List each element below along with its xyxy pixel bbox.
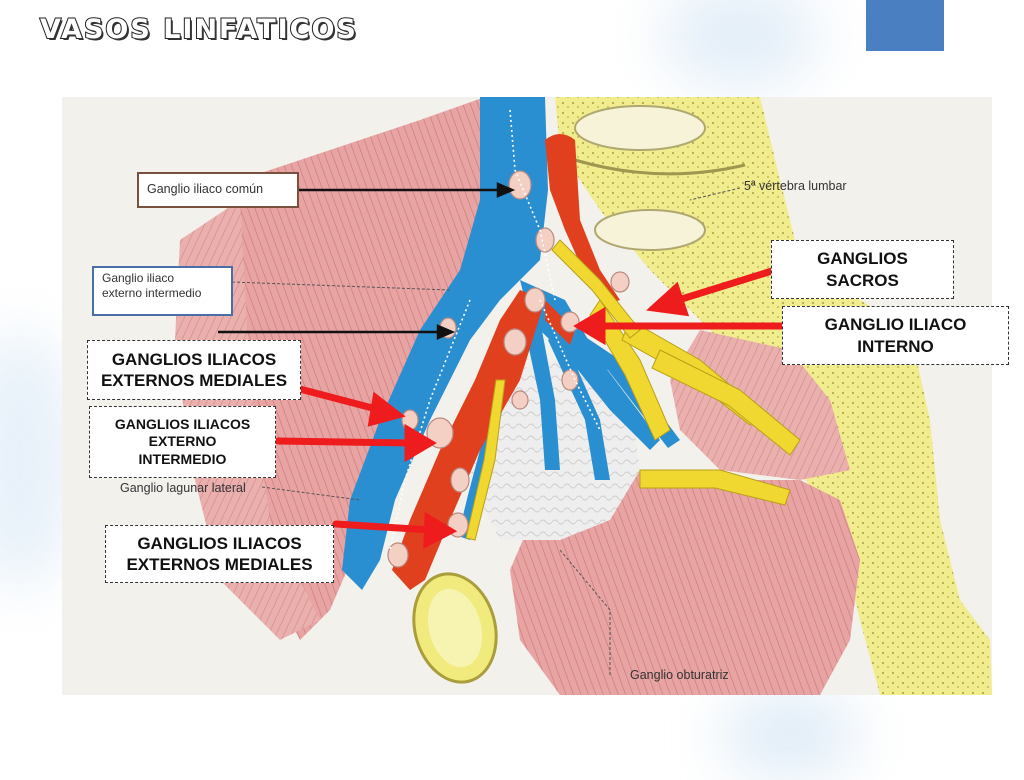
artery-branch — [545, 300, 575, 345]
lymph-node — [508, 170, 532, 200]
lymph-node — [610, 271, 630, 293]
red-arrow — [332, 520, 434, 534]
pubic-bone-inner — [427, 588, 483, 668]
callout-line: INTERNO — [857, 336, 934, 356]
label-ganglio-iliaco-externo-intermedio: Ganglio iliaco externo intermedio — [92, 266, 233, 316]
callout-line: INTERMEDIO — [138, 450, 227, 467]
lymph-node — [524, 287, 546, 313]
lymph-node — [450, 467, 470, 493]
psoas-muscle — [235, 97, 490, 640]
lymph-node — [503, 328, 527, 356]
red-arrow — [292, 384, 384, 414]
lymph-node — [426, 417, 454, 449]
red-arrow — [274, 437, 414, 447]
vein-branch — [548, 330, 610, 480]
vein-branch — [525, 320, 560, 470]
vertebral-disc — [594, 209, 706, 251]
sacral-nerve — [639, 469, 791, 506]
callout-line: GANGLIOS ILIACOS — [137, 533, 302, 553]
callout-line: GANGLIO ILIACO — [824, 315, 967, 335]
red-arrow-head — [423, 512, 458, 549]
red-arrow-head — [646, 281, 690, 317]
red-arrow-head — [573, 306, 606, 346]
black-arrows — [218, 182, 516, 340]
common-iliac-vein — [342, 97, 548, 590]
lymph-nodes — [387, 170, 630, 568]
obturator-nerve — [465, 379, 506, 541]
red-arrows — [274, 266, 786, 549]
lymph-vessels — [389, 109, 601, 551]
corner-accent-box — [866, 0, 944, 51]
aorta-bifurcation — [545, 134, 620, 305]
lymph-node — [401, 409, 419, 431]
piriformis-muscle — [670, 330, 850, 480]
label-line: externo intermedio — [102, 286, 202, 300]
black-arrow-head — [496, 182, 516, 198]
label-ganglio-obturatriz: Ganglio obturatriz — [630, 668, 729, 682]
red-arrow — [668, 266, 779, 306]
callout-line: EXTERNO — [148, 433, 217, 450]
vertebral-disc — [574, 105, 706, 151]
callout-line: EXTERNOS MEDIALES — [126, 555, 313, 574]
callout-externo-intermedio: GANGLIOS ILIACOS EXTERNO INTERMEDIO — [89, 406, 276, 478]
sacral-nerve — [589, 299, 671, 441]
callout-ganglios-sacros: GANGLIOS SACROS — [771, 240, 954, 299]
red-arrow-head — [404, 423, 437, 463]
original-leader-lines — [231, 187, 741, 675]
callout-line: GANGLIOS ILIACOS — [111, 349, 277, 369]
lumbosacral-trunk — [551, 239, 641, 339]
vertebral-edge — [574, 158, 746, 176]
callout-line: GANGLIOS — [817, 249, 908, 269]
lymph-node — [387, 542, 409, 568]
label-ganglio-iliaco-comun: Ganglio iliaco común — [137, 172, 299, 208]
lymph-node — [560, 311, 580, 333]
slide-title: VASOS LINFATICOS — [39, 13, 358, 46]
callout-line: SACROS — [826, 270, 899, 290]
lymph-node — [511, 390, 529, 410]
lymph-node — [535, 227, 555, 253]
pelvic-floor-muscle — [510, 470, 860, 695]
background-blob — [660, 0, 820, 90]
callout-line: GANGLIOS ILIACOS — [114, 415, 251, 432]
label-line: Ganglio iliaco — [102, 271, 175, 285]
background-blob — [720, 690, 860, 780]
callout-externos-mediales-bottom: GANGLIOS ILIACOS EXTERNOS MEDIALES — [105, 525, 334, 583]
label-5a-vertebra-lumbar: 5ª vértebra lumbar — [744, 179, 847, 193]
sacral-nerve — [651, 349, 801, 456]
callout-ganglio-iliaco-interno: GANGLIO ILIACO INTERNO — [782, 306, 1009, 365]
sacral-bone — [820, 360, 940, 600]
black-arrow-head — [436, 324, 456, 340]
external-iliac-artery — [392, 290, 545, 590]
callout-externos-mediales-top: GANGLIOS ILIACOS EXTERNOS MEDIALES — [87, 340, 301, 400]
callout-line: EXTERNOS MEDIALES — [100, 371, 288, 390]
red-arrow-head — [367, 391, 406, 427]
label-ganglio-lagunar-lateral: Ganglio lagunar lateral — [120, 481, 246, 495]
lymph-node — [561, 369, 579, 391]
